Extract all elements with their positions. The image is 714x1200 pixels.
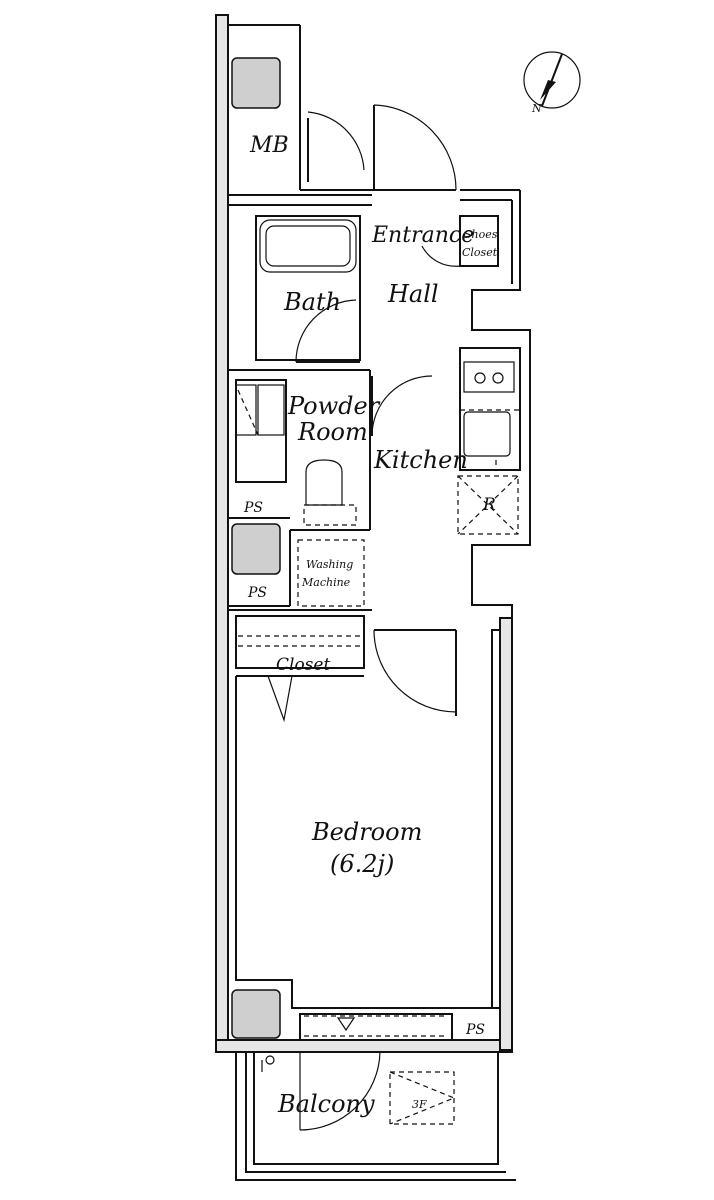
ps-lower-shaft (231, 989, 281, 1039)
utility-area: PS PS Washing Machine (228, 500, 365, 607)
powder-room-label-line1: Powder (287, 392, 381, 420)
entrance-label: Entrance (371, 223, 474, 248)
balcony-label: Balcony (277, 1090, 375, 1118)
compass-needle-icon (541, 53, 563, 107)
burner-right-icon (492, 372, 504, 384)
hall-label: Hall (387, 280, 439, 308)
bedroom-door[interactable] (373, 629, 457, 716)
balcony-window-marker-icon (336, 1017, 356, 1032)
north-arrow-icon (540, 80, 556, 100)
bedroom-size-label: (6.2j) (330, 850, 394, 878)
powder-room-label-line2: Room (297, 418, 368, 446)
ps-upper-label: PS (243, 500, 263, 516)
kitchen-sink (463, 411, 511, 457)
closet: Closet (228, 609, 372, 723)
bath-room: Bath (255, 215, 361, 363)
ps-shaft (231, 523, 281, 575)
ps-lower-label: PS (465, 1022, 485, 1038)
compass: N (523, 51, 581, 115)
ps-middle-label: PS (247, 585, 267, 601)
bedroom: Bedroom (6.2j) (235, 629, 500, 1009)
north-label: N (531, 102, 542, 115)
toilet (305, 459, 343, 506)
burner-left-icon (474, 372, 486, 384)
refrigerator-label: R (482, 495, 496, 515)
refrigerator (457, 475, 519, 535)
meter-box-area: MB (231, 57, 365, 182)
bedroom-label: Bedroom (311, 818, 422, 846)
washing-machine-label-line1: Washing (306, 558, 353, 571)
washing-machine-space (297, 539, 365, 607)
bathtub (259, 219, 357, 273)
washing-machine-label-line2: Machine (301, 576, 351, 589)
mb-shaft (231, 57, 281, 109)
balcony: 3F Balcony (235, 1051, 516, 1181)
stove (463, 361, 515, 393)
closet-label: Closet (276, 655, 330, 675)
mb-label: MB (249, 133, 289, 158)
washbasin (257, 384, 285, 436)
floor-marker-box (389, 1071, 455, 1125)
kitchen: R Kitchen (373, 347, 521, 535)
kitchen-label: Kitchen (373, 446, 468, 474)
shoes-closet-label-line1: Shoes (464, 228, 498, 241)
floor-marker-label: 3F (412, 1098, 427, 1111)
compass-ring (523, 51, 581, 109)
shoes-closet: Shoes Closet (421, 215, 499, 267)
bath-label: Bath (283, 288, 341, 316)
exterior-walls (215, 14, 531, 1053)
entrance-door[interactable] (372, 104, 457, 191)
powder-room: Powder Room (228, 369, 433, 531)
balcony-drain-icon (265, 1055, 275, 1065)
lower-utility: PS (231, 989, 485, 1041)
shoes-closet-label-line2: Closet (462, 246, 498, 259)
